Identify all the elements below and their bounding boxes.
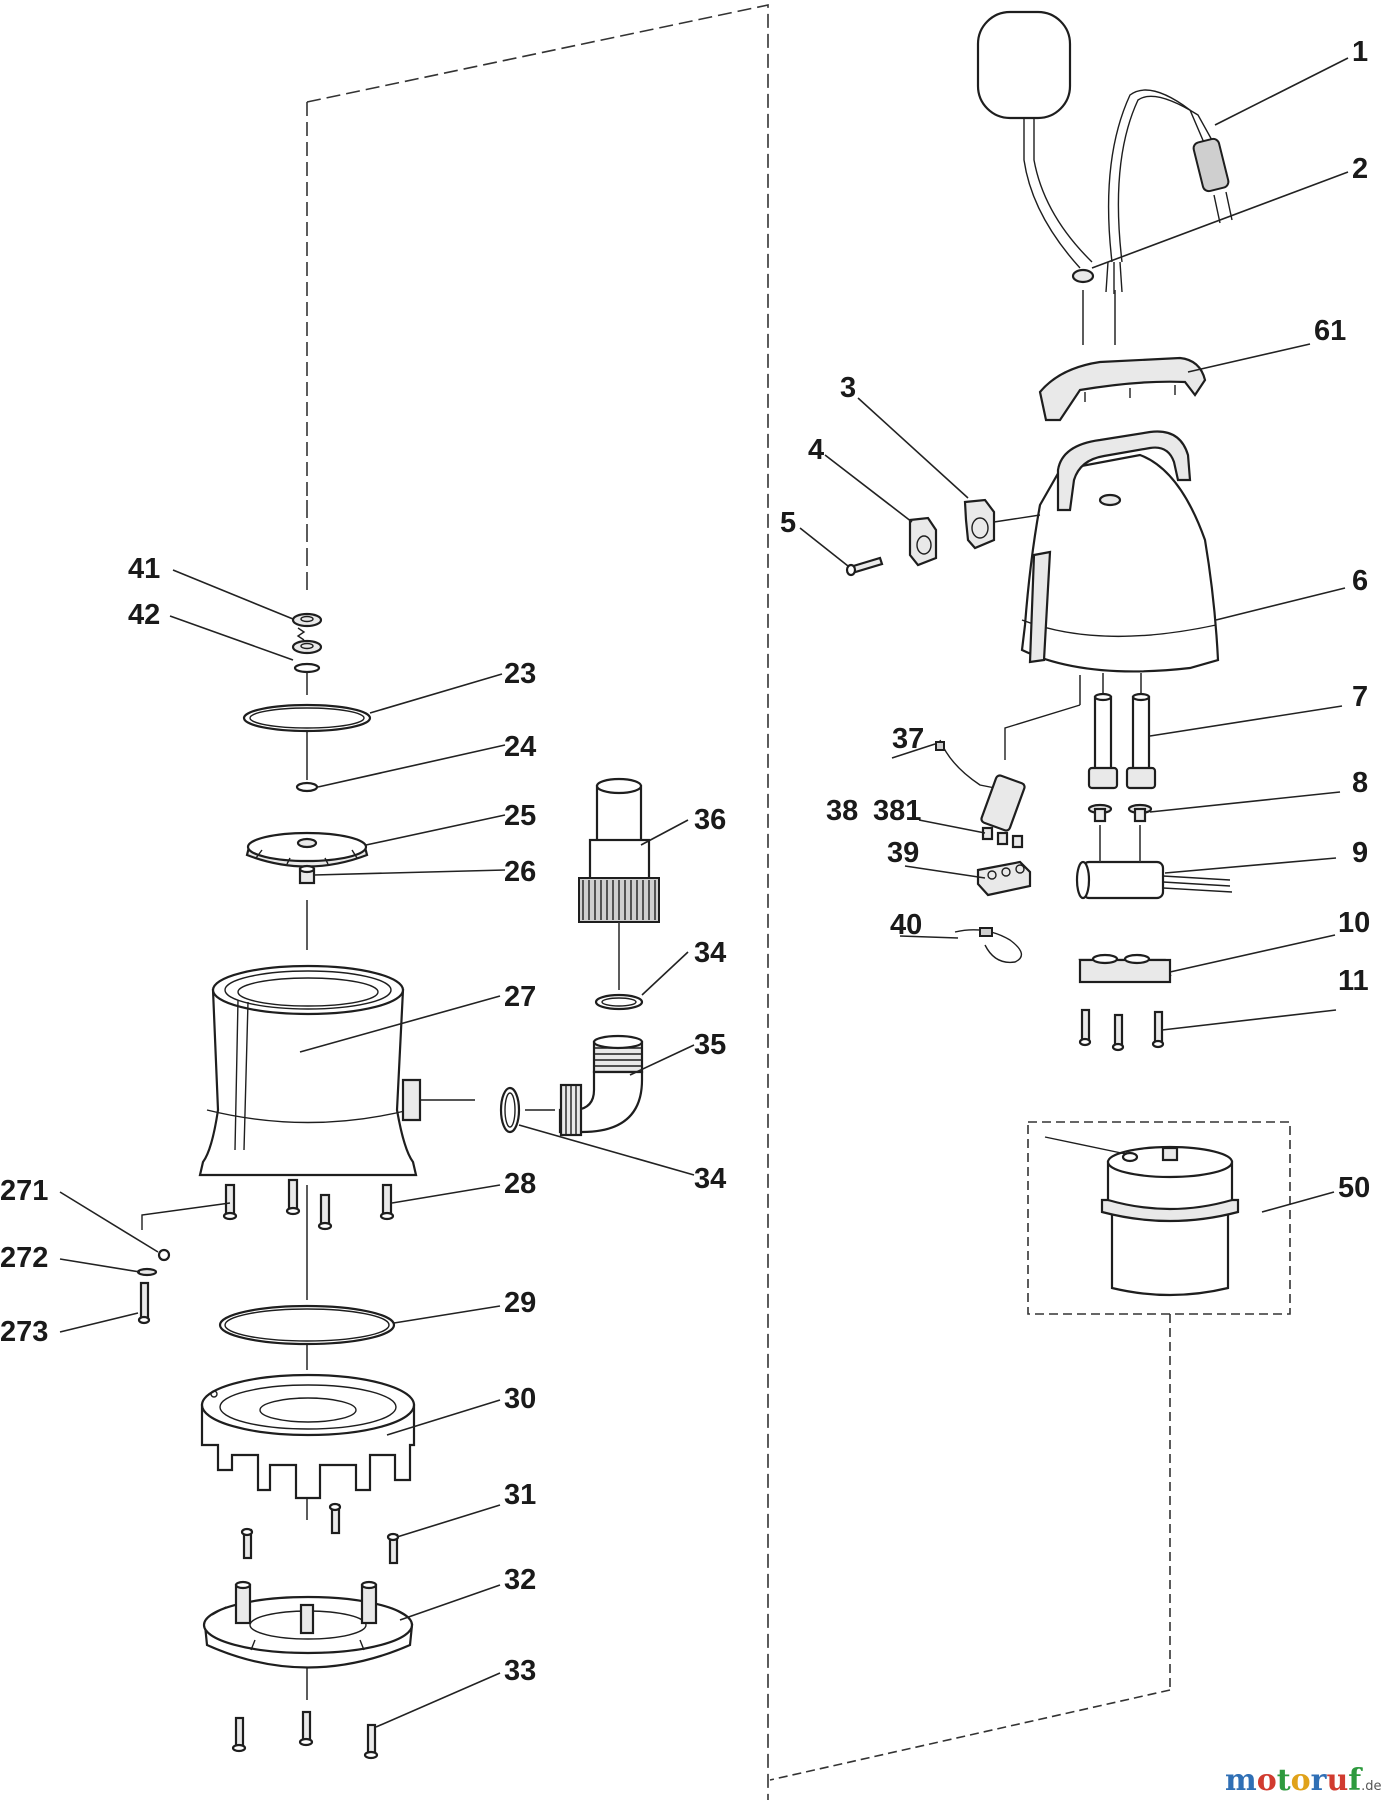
label-part-6: 6 xyxy=(1352,565,1368,597)
label-part-2: 2 xyxy=(1352,153,1368,185)
cable-clip-3 xyxy=(963,498,1041,550)
label-part-271: 271 xyxy=(0,1175,48,1207)
pump-housing-27 xyxy=(198,964,475,1177)
bracket-10 xyxy=(1078,953,1172,984)
label-part-30: 30 xyxy=(504,1383,536,1415)
watermark-letter: t xyxy=(1277,1763,1291,1798)
label-part-1: 1 xyxy=(1352,36,1368,68)
label-part-24: 24 xyxy=(504,731,536,763)
label-part-40: 40 xyxy=(890,909,922,941)
base-ring-30 xyxy=(200,1373,416,1500)
cable-clamp-37 xyxy=(935,704,1081,832)
label-part-31: 31 xyxy=(504,1479,536,1511)
motor-housing-6 xyxy=(1020,430,1220,705)
screws-381 xyxy=(981,826,1024,849)
watermark-logo: motoruf.de xyxy=(1225,1763,1382,1798)
hose-adapter-36 xyxy=(578,777,660,990)
section-divider-frame xyxy=(306,4,769,1800)
screws-11 xyxy=(1078,1008,1165,1052)
label-part-33: 33 xyxy=(504,1655,536,1687)
strainer-base-32 xyxy=(202,1580,414,1669)
capacitor-9 xyxy=(1075,825,1233,900)
label-part-34-lower: 34 xyxy=(694,1163,726,1195)
label-part-26: 26 xyxy=(504,856,536,888)
label-part-36: 36 xyxy=(694,804,726,836)
handle-cover-61 xyxy=(1038,356,1207,422)
label-part-29: 29 xyxy=(504,1287,536,1319)
label-part-23: 23 xyxy=(504,658,536,690)
watermark-letter: o xyxy=(1291,1763,1311,1798)
label-part-9: 9 xyxy=(1352,837,1368,869)
screws-31 xyxy=(240,1502,400,1565)
impeller-25 xyxy=(245,831,369,868)
seal-ring-34-upper xyxy=(594,993,644,1011)
float-switch-cable xyxy=(976,10,1233,345)
watermark-letter: m xyxy=(1225,1763,1257,1798)
cable-tie-40 xyxy=(954,927,1023,964)
part-labels: 1 2 61 3 4 5 6 7 37 38 381 39 8 9 40 10 … xyxy=(0,36,1370,1687)
screw-5 xyxy=(845,556,884,577)
watermark-letter: f xyxy=(1348,1763,1363,1798)
label-part-4: 4 xyxy=(808,434,824,466)
svg-text:motoruf.de: motoruf.de xyxy=(1225,1763,1382,1798)
o-ring-23 xyxy=(242,703,372,733)
label-part-5: 5 xyxy=(780,507,796,539)
label-part-34-upper: 34 xyxy=(694,937,726,969)
label-part-50: 50 xyxy=(1338,1172,1370,1204)
label-part-39: 39 xyxy=(887,837,919,869)
watermark-letter: r xyxy=(1311,1763,1328,1798)
gasket-29 xyxy=(218,1304,396,1346)
parts-271-273 xyxy=(136,1202,231,1325)
spacer-26 xyxy=(298,864,316,885)
label-part-42: 42 xyxy=(128,599,160,631)
label-part-8: 8 xyxy=(1352,767,1368,799)
label-part-272: 272 xyxy=(0,1242,48,1274)
label-part-37: 37 xyxy=(892,723,924,755)
label-part-3: 3 xyxy=(840,372,856,404)
label-part-32: 32 xyxy=(504,1564,536,1596)
elbow-35 xyxy=(558,1034,644,1137)
washer-41 xyxy=(291,612,323,641)
leader-lines xyxy=(59,57,1349,1728)
watermark-letter: o xyxy=(1257,1763,1277,1798)
label-part-41: 41 xyxy=(128,553,160,585)
seal-ring-34-lower xyxy=(499,1086,555,1134)
label-part-61: 61 xyxy=(1314,315,1346,347)
label-part-25: 25 xyxy=(504,800,536,832)
label-part-10: 10 xyxy=(1338,907,1370,939)
washer-24 xyxy=(295,781,319,793)
label-part-35: 35 xyxy=(694,1029,726,1061)
screws-33 xyxy=(231,1710,379,1760)
terminal-block-39 xyxy=(976,860,1032,897)
caps-8 xyxy=(1087,803,1153,823)
label-part-28: 28 xyxy=(504,1168,536,1200)
label-part-27: 27 xyxy=(504,981,536,1013)
label-part-273: 273 xyxy=(0,1316,48,1348)
washer-42 xyxy=(291,639,323,674)
screws-28 xyxy=(222,1178,395,1231)
watermark-letter: u xyxy=(1326,1763,1348,1798)
label-part-11: 11 xyxy=(1338,965,1369,997)
label-part-7: 7 xyxy=(1352,681,1368,713)
watermark-suffix: .de xyxy=(1361,1779,1381,1794)
label-part-381: 381 xyxy=(873,795,921,827)
cable-clip-4 xyxy=(908,516,938,567)
tubes-7 xyxy=(1087,673,1157,790)
label-part-38: 38 xyxy=(826,795,858,827)
motor-assembly-50 xyxy=(769,1121,1291,1781)
